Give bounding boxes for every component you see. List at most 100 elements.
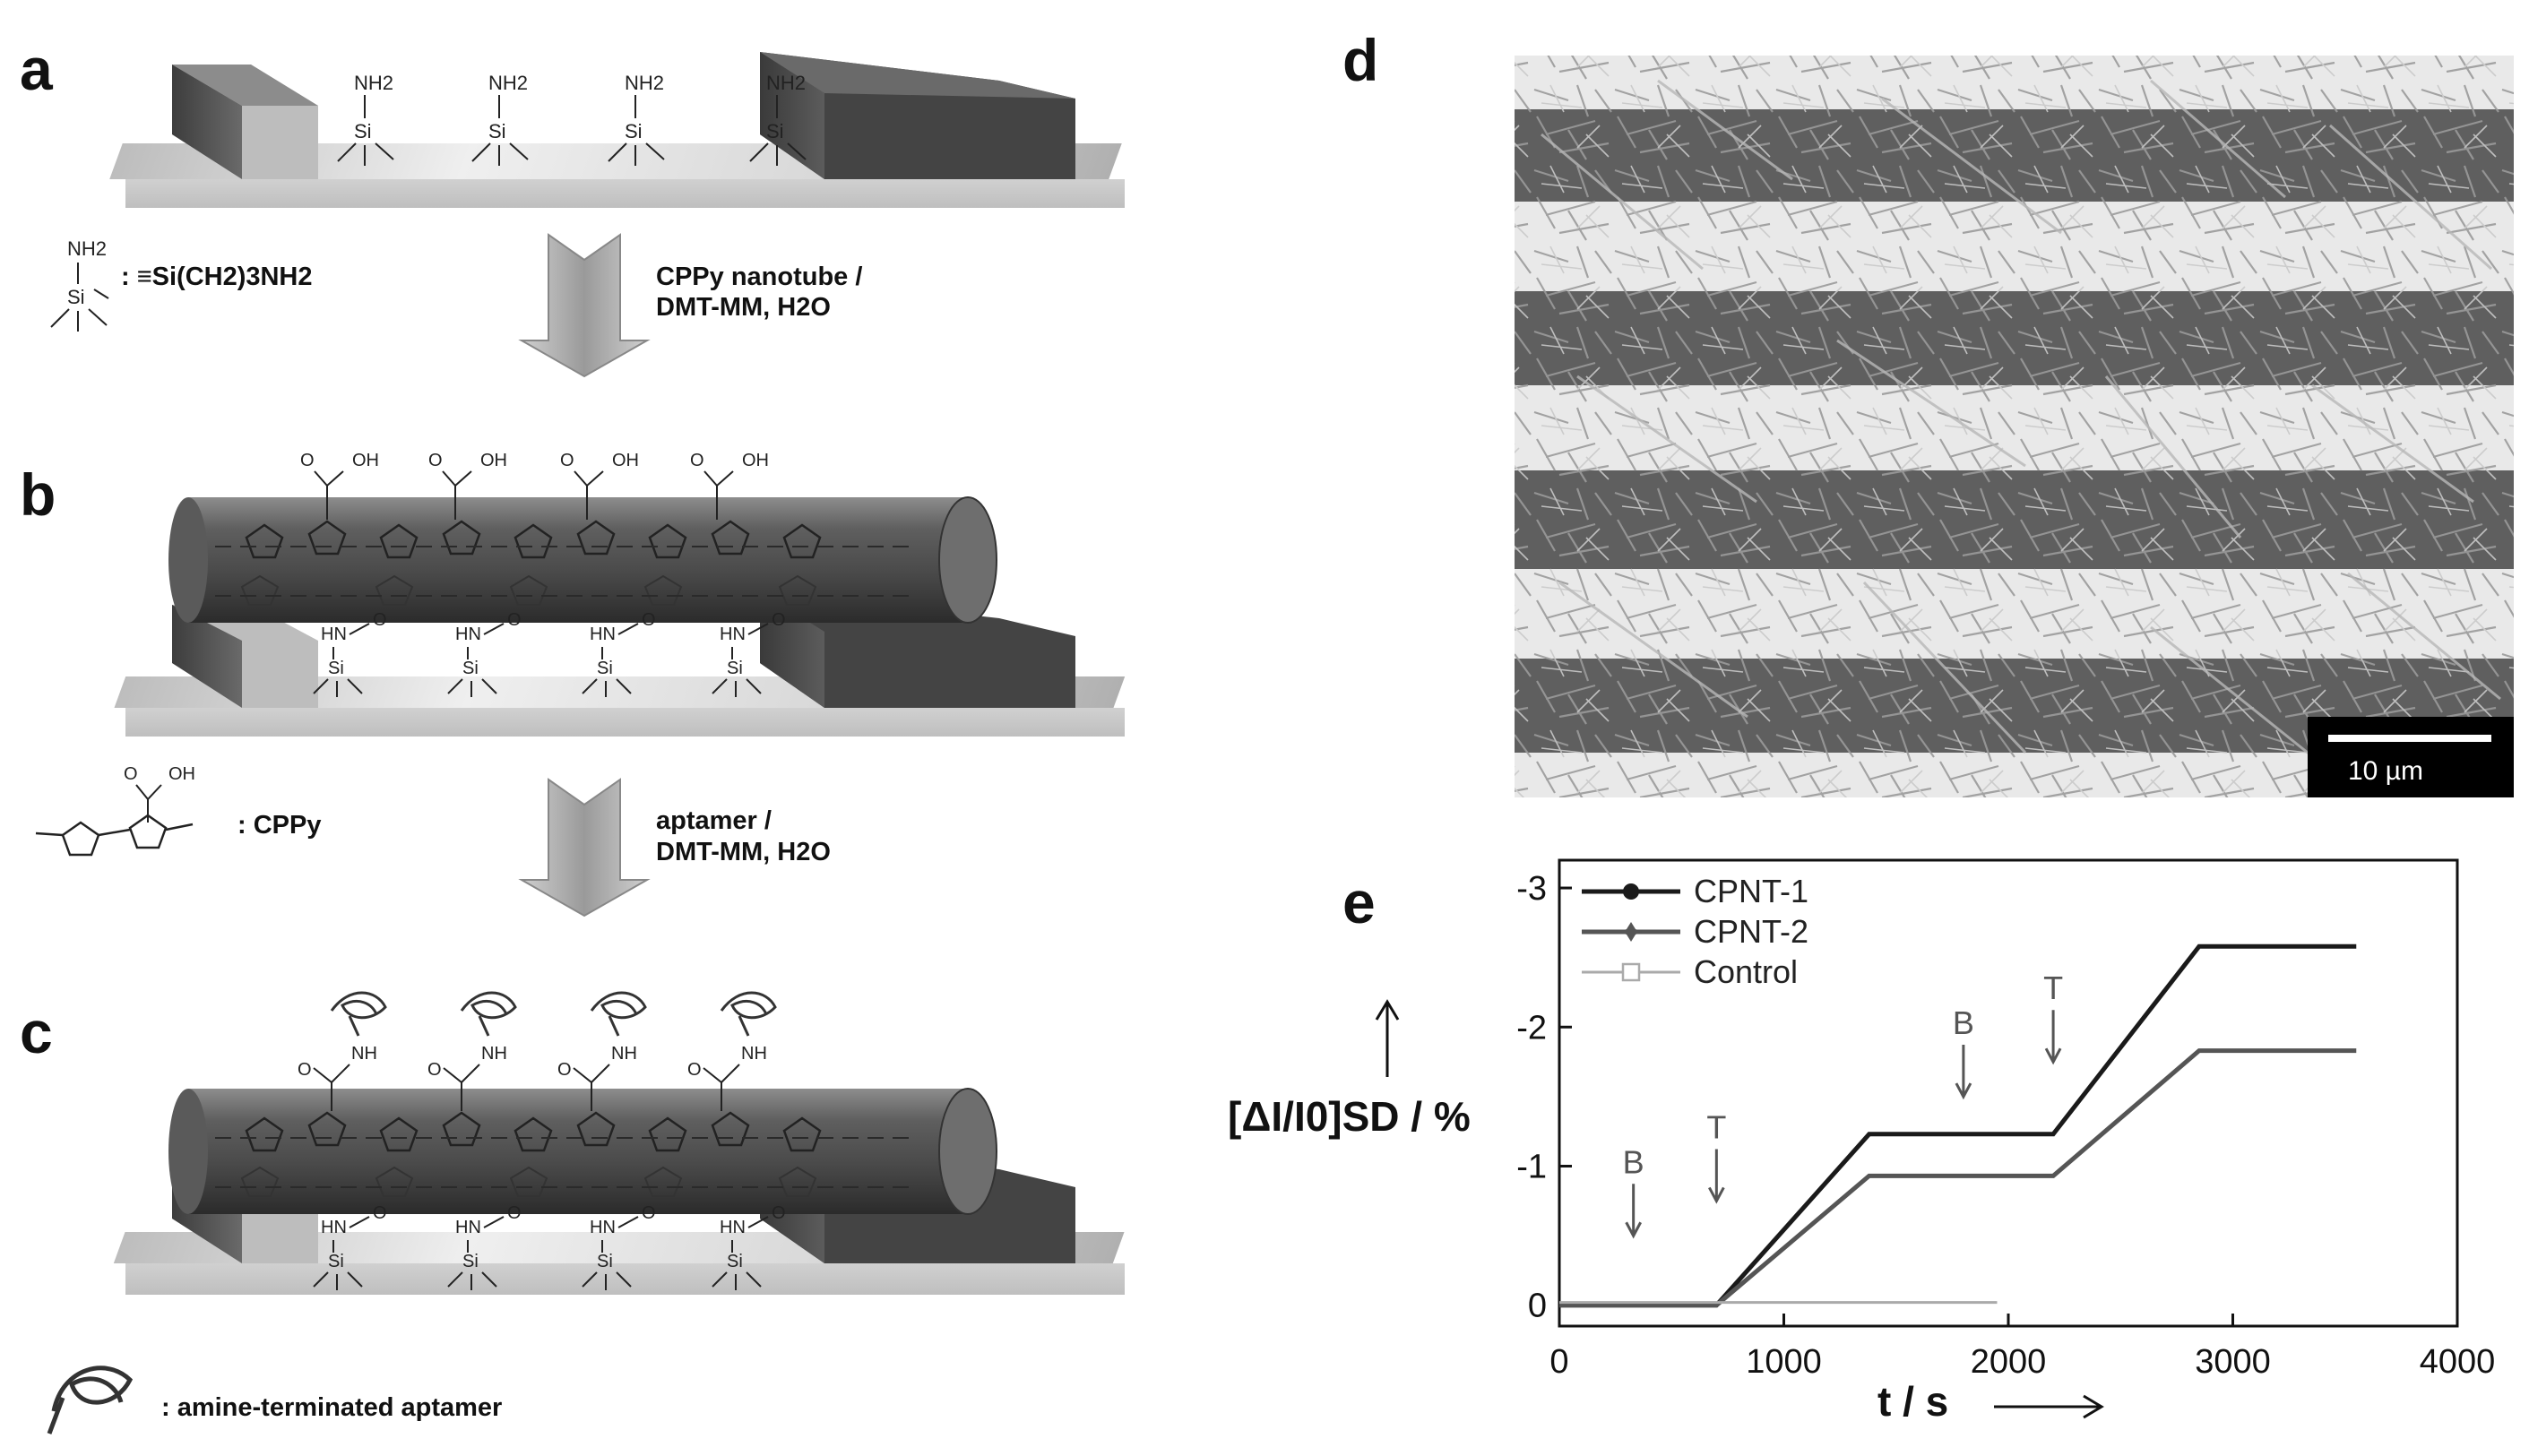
svg-text:Si: Si [354,120,372,142]
annotation-label: T [2043,969,2063,1006]
x-axis-label: t / s [1877,1378,1948,1425]
panel-a-substrate [109,52,1125,208]
panel-c-aptamers: ONH ONH ONH ONH [298,991,777,1111]
y-tick-label: -2 [1516,1009,1547,1047]
svg-text:Si: Si [462,1252,479,1271]
svg-text:OH: OH [742,451,769,470]
panel-label-b: b [20,461,56,528]
svg-text:O: O [428,451,443,470]
svg-text:HN: HN [720,1218,746,1237]
legend-marker [1619,922,1643,942]
svg-text:OH: OH [168,764,195,784]
annotation-label: B [1953,1004,1974,1041]
annotation-arrow [1708,1149,1725,1204]
svg-text:O: O [557,1060,572,1080]
svg-text:NH: NH [351,1044,377,1064]
panel-label-e: e [1342,869,1376,935]
svg-text:HN: HN [321,625,347,644]
svg-text:O: O [642,1203,656,1223]
svg-text:Si: Si [488,120,506,142]
panel-c-nanotube [168,1088,997,1215]
svg-text:NH2: NH2 [67,237,107,260]
svg-text:O: O [507,1203,522,1223]
svg-text:O: O [507,610,522,630]
chart-series [1559,943,2357,1308]
svg-text:NH: NH [481,1044,507,1064]
legend-label: Control [1694,953,1798,990]
series-line-cpnt-1 [1559,943,2357,1308]
cppy-legend-text: : CPPy [237,811,321,840]
svg-text:O: O [642,610,656,630]
annotation-arrow [2044,1010,2062,1065]
step-arrow-2 [518,778,651,918]
svg-text:OH: OH [480,451,507,470]
chart-annotations: B T B T [1623,969,2063,1239]
aminosilane-legend: NH2 Si [50,237,109,332]
aminosilane-legend-text: : ≡Si(CH2)3NH2 [121,263,313,291]
svg-text:NH: NH [741,1044,767,1064]
svg-text:NH2: NH2 [354,72,393,94]
step-arrow-1 [518,233,651,378]
svg-text:Si: Si [328,659,344,678]
y-tick-label: 0 [1528,1288,1547,1325]
x-axis-arrow [1994,1394,2104,1419]
svg-text:O: O [560,451,574,470]
step2-reagent-line2: DMT-MM, H2O [656,838,831,866]
aptamer-legend-text: : amine-terminated aptamer [161,1393,502,1422]
y-tick-label: -1 [1516,1148,1547,1185]
svg-text:Si: Si [328,1252,344,1271]
svg-text:O: O [772,1203,786,1223]
step1-reagent-line2: DMT-MM, H2O [656,293,831,322]
svg-text:O: O [427,1060,442,1080]
svg-text:O: O [772,610,786,630]
annotation-label: B [1623,1143,1644,1180]
svg-text:O: O [298,1060,312,1080]
legend-marker [1621,962,1641,982]
svg-text:O: O [124,764,138,784]
svg-text:Si: Si [727,1252,743,1271]
cppy-structure: O OH [35,764,195,857]
annotation-label: T [1706,1108,1726,1145]
x-tick-label: 2000 [1971,1343,2047,1381]
svg-text:Si: Si [67,286,85,308]
svg-text:Si: Si [597,659,613,678]
y-axis-ticks: 0 -1 -2 -3 [1516,870,1572,1325]
svg-text:O: O [690,451,704,470]
svg-text:O: O [373,610,387,630]
y-tick-label: -3 [1516,870,1547,908]
legend-marker [1623,883,1639,900]
svg-text:O: O [373,1203,387,1223]
x-tick-label: 3000 [2195,1343,2271,1381]
step1-reagent-line1: CPPy nanotube / [656,263,862,291]
panel-label-a: a [20,36,54,102]
x-tick-label: 1000 [1746,1343,1822,1381]
panel-a-silanes: NH2 Si NH2 Si NH2 Si NH2 Si [337,72,807,166]
svg-text:NH2: NH2 [488,72,528,94]
svg-text:OH: OH [352,451,379,470]
y-axis-label: [ΔI/I0]SD / % [1228,1093,1471,1140]
svg-text:Si: Si [727,659,743,678]
panel-label-c: c [20,999,53,1065]
series-line-cpnt-2 [1559,1048,2357,1308]
panel-b-nanotube [168,496,997,624]
svg-text:Si: Si [462,659,479,678]
svg-text:O: O [300,451,315,470]
svg-text:HN: HN [590,1218,616,1237]
svg-text:NH: NH [611,1044,637,1064]
legend-label: CPNT-1 [1694,873,1808,909]
y-axis-arrow [1375,999,1400,1077]
annotation-arrow [1955,1045,1972,1100]
legend-label: CPNT-2 [1694,913,1808,950]
sem-scalebar-label: 10 µm [2348,756,2423,786]
panel-b-device [114,591,1126,737]
svg-text:HN: HN [455,625,481,644]
sem-image [1515,56,2514,797]
x-tick-label: 4000 [2420,1343,2496,1381]
svg-text:HN: HN [321,1218,347,1237]
